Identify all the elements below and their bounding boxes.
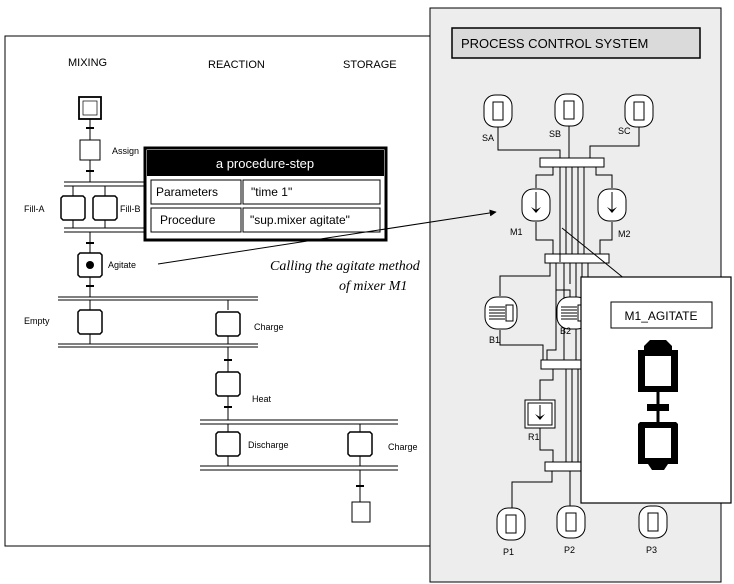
step-heat[interactable]	[215, 371, 241, 397]
call-arrow	[157, 209, 497, 265]
mixer-m1-label: M1	[510, 227, 523, 237]
step-final[interactable]	[351, 501, 371, 523]
procedure-step-header	[147, 150, 384, 176]
product-tank-p1[interactable]	[496, 507, 526, 541]
sfc-panel: MIXING REACTION STORAGE Assign Fill-A Fi…	[4, 35, 434, 547]
manifold-bar	[539, 157, 605, 168]
step-empty[interactable]	[77, 309, 103, 335]
step-empty-label: Empty	[24, 316, 50, 326]
step-assign-label: Assign	[112, 146, 139, 156]
column-header-mixing: MIXING	[68, 57, 107, 69]
tank-sa[interactable]	[483, 94, 513, 128]
parameters-value: "time 1"	[251, 185, 292, 199]
m1-agitate-title: M1_AGITATE	[625, 309, 698, 323]
tank-sb-label: SB	[549, 129, 561, 139]
buffer-b1-label: B1	[489, 335, 500, 345]
tank-sb[interactable]	[554, 93, 584, 127]
tank-sc[interactable]	[624, 94, 654, 128]
step-fill-b[interactable]	[92, 195, 118, 221]
annotation-line-1: Calling the agitate method	[270, 259, 421, 274]
reactor-r1[interactable]	[524, 399, 556, 429]
m1-agitate-title-box	[610, 301, 713, 329]
step-charge-storage[interactable]	[347, 431, 373, 457]
product-tank-p3-label: P3	[646, 545, 657, 555]
parameters-key: Parameters	[156, 185, 218, 199]
tank-sa-label: SA	[482, 133, 494, 143]
m1-agitate-popup: M1_AGITATE	[580, 276, 732, 504]
manifold-bar	[544, 253, 610, 264]
m1-agitate-step-lower[interactable]	[638, 422, 678, 470]
step-charge-reaction-label: Charge	[254, 322, 284, 332]
m1-agitate-transition	[647, 404, 669, 411]
procedure-value: "sup.mixer agitate"	[250, 213, 350, 227]
product-tank-p1-label: P1	[503, 547, 514, 557]
column-header-reaction: REACTION	[208, 59, 265, 71]
reactor-r1-label: R1	[528, 432, 540, 442]
buffer-b2-label: B2	[560, 326, 571, 336]
mixer-m2[interactable]	[597, 188, 627, 222]
step-charge-reaction[interactable]	[215, 311, 241, 337]
procedure-step-title: a procedure-step	[216, 156, 314, 171]
column-header-storage: STORAGE	[343, 59, 397, 71]
step-fill-a-label: Fill-A	[24, 204, 45, 214]
procedure-step-popup: a procedure-step Parameters "time 1" Pro…	[143, 146, 388, 242]
step-heat-label: Heat	[252, 394, 272, 404]
initial-step[interactable]	[78, 96, 102, 120]
mixer-m1[interactable]	[521, 188, 551, 222]
annotation-line-2: of mixer M1	[339, 279, 407, 294]
step-assign[interactable]	[79, 139, 101, 161]
step-agitate-label: Agitate	[108, 260, 136, 270]
product-tank-p3[interactable]	[638, 505, 668, 539]
pcs-title: PROCESS CONTROL SYSTEM	[461, 36, 648, 51]
pcs-title-box	[451, 27, 701, 59]
step-charge-storage-label: Charge	[388, 442, 418, 452]
mixer-m2-label: M2	[618, 229, 631, 239]
step-fill-a[interactable]	[60, 195, 86, 221]
tank-sc-label: SC	[618, 126, 631, 136]
sfc-panel-frame	[4, 35, 434, 547]
step-discharge-label: Discharge	[248, 440, 289, 450]
product-tank-p2-label: P2	[564, 545, 575, 555]
product-tank-p2[interactable]	[556, 505, 586, 539]
procedure-key: Procedure	[160, 213, 216, 227]
buffer-b1[interactable]	[484, 296, 518, 330]
m1-agitate-step-upper[interactable]	[638, 340, 678, 392]
active-step-marker	[86, 261, 94, 269]
step-fill-b-label: Fill-B	[120, 204, 141, 214]
step-discharge[interactable]	[215, 431, 241, 457]
